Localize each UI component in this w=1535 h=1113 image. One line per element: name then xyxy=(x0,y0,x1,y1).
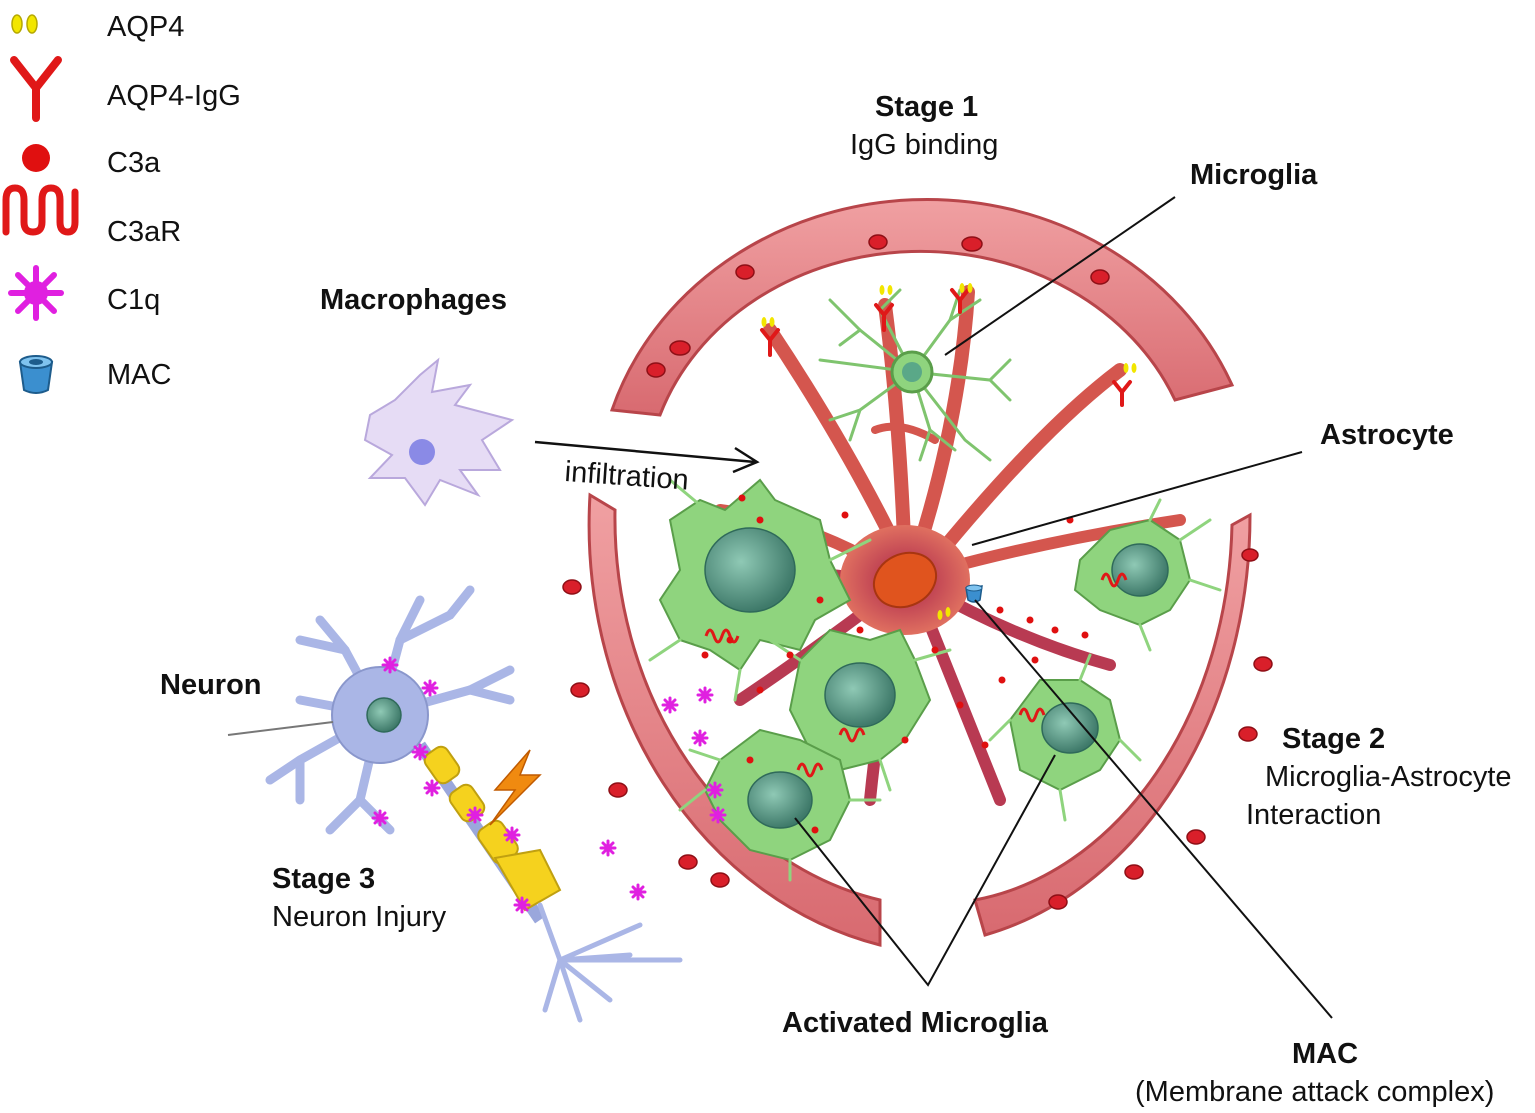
neuron-nucleus xyxy=(366,697,402,733)
astrocyte-label: Astrocyte xyxy=(1320,419,1454,451)
stage2-subtitle-line1: Microglia-Astrocyte xyxy=(1265,761,1512,793)
neuron-label: Neuron xyxy=(160,669,262,701)
mac-title: MAC xyxy=(1292,1038,1359,1070)
legend-label-c3a: C3a xyxy=(107,147,161,179)
astrocyte-leader xyxy=(971,451,1303,546)
microglia-label: Microglia xyxy=(1190,159,1318,191)
leader-lines xyxy=(227,196,1333,1019)
resting-microglia xyxy=(818,288,1012,462)
microglia-nuclei xyxy=(704,527,1169,829)
myelinated-axon xyxy=(415,741,562,924)
stage2-title: Stage 2 xyxy=(1282,723,1386,755)
neuron-cell xyxy=(265,585,683,1023)
macrophages-label: Macrophages xyxy=(320,284,507,316)
stage1-title: Stage 1 xyxy=(875,91,979,123)
legend-label-c1q: C1q xyxy=(107,284,161,316)
vessel-left xyxy=(587,492,882,947)
macrophage-nucleus xyxy=(409,439,435,465)
c1q-star-icon xyxy=(8,265,64,321)
legend-label-mac: MAC xyxy=(107,359,172,391)
aqp4-channels xyxy=(761,283,1137,620)
mac-pore-icon xyxy=(18,355,54,394)
aqp4-icon xyxy=(11,14,38,34)
activated-microglia-label: Activated Microglia xyxy=(782,1007,1048,1039)
activated-microglia-leader xyxy=(794,754,1056,987)
legend-label-c3ar: C3aR xyxy=(107,216,182,248)
mac-subtitle: (Membrane attack complex) xyxy=(1135,1076,1495,1108)
igg-antibody-icon xyxy=(10,56,62,122)
injury-bolt-icon xyxy=(489,749,542,826)
vessel-top xyxy=(609,197,1235,417)
c3a-dots xyxy=(701,494,1089,834)
blood-vessels xyxy=(587,197,1252,947)
activated-microglia-processes xyxy=(648,478,1222,882)
c1q-stars xyxy=(371,656,727,914)
igg-on-endfeet xyxy=(760,288,1132,407)
stage1-subtitle: IgG binding xyxy=(850,129,999,161)
infiltration-arrow xyxy=(534,440,760,474)
c3a-dot-icon xyxy=(22,144,50,172)
legend-label-aqp4: AQP4 xyxy=(107,11,185,43)
red-blood-cells xyxy=(562,234,1273,910)
c3ar-receptor-icon xyxy=(2,184,79,236)
stage3-title: Stage 3 xyxy=(272,863,376,895)
mac-leader xyxy=(974,599,1333,1019)
mac-on-astrocyte xyxy=(965,584,983,603)
legend-icons xyxy=(2,14,79,394)
stage3-subtitle: Neuron Injury xyxy=(272,901,447,933)
astrocyte-nucleus xyxy=(872,551,938,609)
microglia-leader xyxy=(944,196,1176,356)
macrophage-cell xyxy=(363,357,515,507)
neuron-leader xyxy=(227,721,334,736)
legend-label-aqp4-igg: AQP4-IgG xyxy=(107,80,241,112)
stage2-subtitle-line2: Interaction xyxy=(1246,799,1382,831)
